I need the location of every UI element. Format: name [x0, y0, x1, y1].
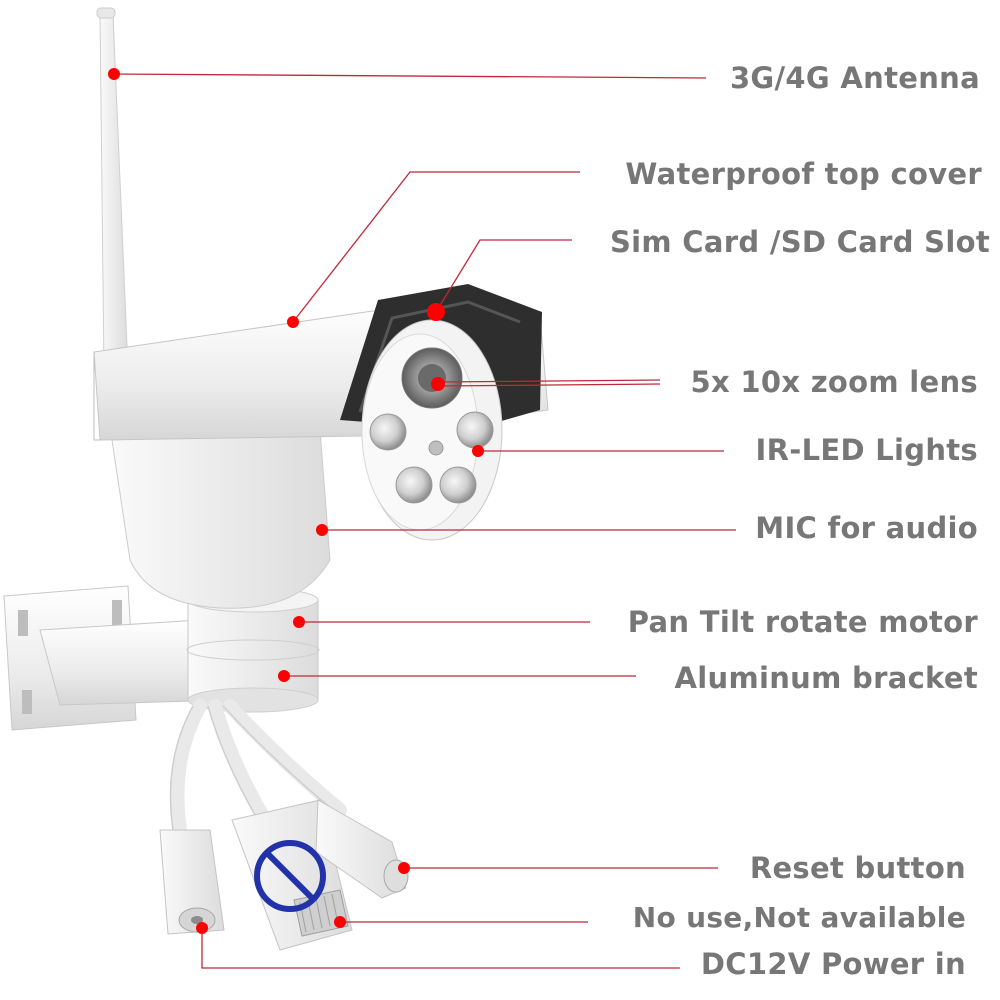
marker-antenna [108, 68, 120, 80]
marker-bracket [278, 670, 290, 682]
marker-ir-leds [472, 445, 484, 457]
marker-top-cover [287, 316, 299, 328]
marker-mic [316, 524, 328, 536]
camera-illustration [3, 7, 549, 951]
label-reset: Reset button [749, 851, 966, 885]
leader-top-cover [292, 171, 580, 323]
ir-led [369, 413, 407, 451]
leader-lines [113, 73, 736, 969]
label-ir-leds: IR-LED Lights [755, 433, 978, 467]
marker-reset [398, 862, 410, 874]
label-zoom-lens: 5x 10x zoom lens [690, 365, 978, 399]
label-rj45: No use,Not available [632, 901, 966, 934]
leader-zoom-lens [437, 379, 661, 383]
marker-dots [108, 68, 484, 934]
label-top-cover: Waterproof top cover [625, 157, 982, 191]
cables [170, 699, 347, 837]
ptz-base [187, 599, 319, 701]
reset-connector [315, 799, 407, 899]
label-ptz-motor: Pan Tilt rotate motor [627, 605, 978, 639]
leader-card-slot [435, 239, 572, 313]
leader-antenna [113, 73, 707, 79]
marker-power [196, 922, 208, 934]
tilt-housing [111, 429, 331, 609]
antenna [99, 13, 129, 371]
ir-led [395, 466, 433, 504]
label-card-slot: Sim Card /SD Card Slot [609, 225, 990, 259]
prohibited-icon [254, 840, 326, 912]
leader-zoom-lens-2 [437, 383, 661, 387]
label-power: DC12V Power in [700, 947, 966, 981]
light-sensor [428, 440, 444, 456]
label-mic: MIC for audio [755, 511, 978, 545]
marker-rj45 [334, 916, 346, 928]
marker-zoom-lens [431, 377, 445, 391]
ir-led [439, 466, 477, 504]
ir-led [456, 411, 494, 449]
label-antenna: 3G/4G Antenna [729, 61, 980, 95]
label-bracket: Aluminum bracket [674, 661, 978, 695]
dc-connector [159, 829, 225, 935]
marker-card-slot [427, 303, 445, 321]
leader-power [201, 928, 680, 969]
marker-ptz-motor [293, 616, 305, 628]
